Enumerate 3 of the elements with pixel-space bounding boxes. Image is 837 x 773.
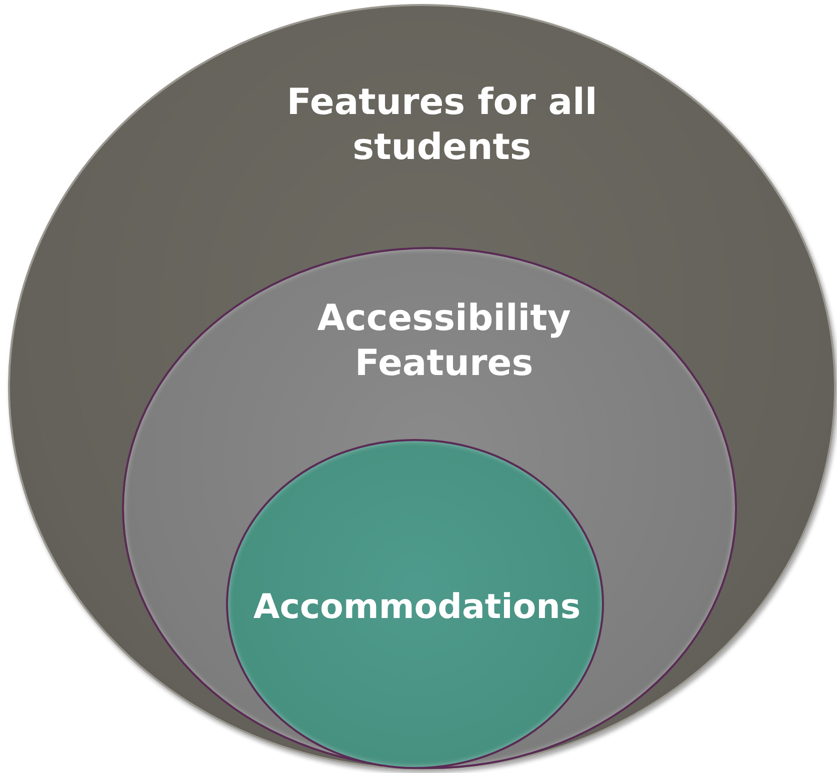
circle-label: Accommodations	[252, 586, 582, 628]
circle-label: Accessibility Features	[316, 297, 572, 386]
circle-label: Features for all students	[286, 81, 598, 170]
